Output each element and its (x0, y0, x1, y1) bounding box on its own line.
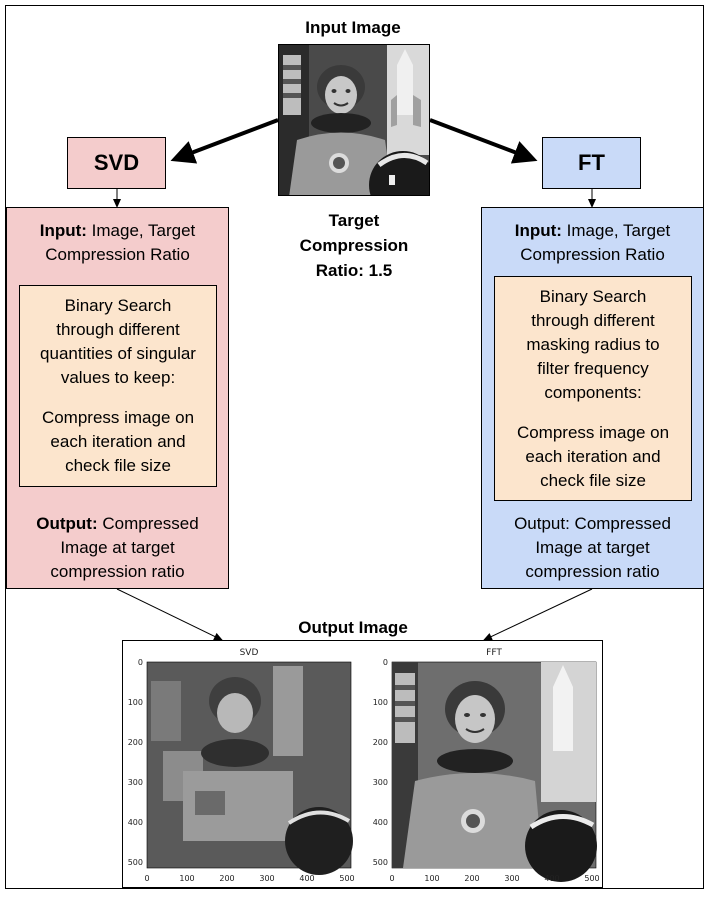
svd-subplot: SVD 0 100 200 300 400 500 0 100 (128, 648, 355, 883)
ft-search-line-4: filter frequency (537, 359, 649, 378)
fft-xtick-100: 100 (424, 874, 439, 883)
input-image-title: Input Image (305, 18, 401, 37)
ft-output-line2: Image at target (535, 538, 650, 557)
svd-yticks: 0 100 200 300 400 500 (128, 658, 143, 867)
svd-output-rest: Compressed (97, 514, 199, 533)
svd-ytick-300: 300 (128, 778, 143, 787)
svd-input-line2: Compression Ratio (45, 245, 190, 264)
svd-process-box: Binary Search through different quantiti… (19, 285, 217, 487)
svd-compress-line-2: each iteration and (50, 432, 186, 451)
ft-output-line3: compression ratio (525, 562, 660, 581)
fft-subplot-title: FFT (486, 648, 502, 658)
output-figure: SVD 0 100 200 300 400 500 0 100 (122, 640, 603, 888)
svd-search-line-1: Binary Search (64, 296, 172, 315)
svd-compress-line-3: check file size (65, 456, 171, 475)
svd-output-text: Output: Compressed Image at target compr… (7, 512, 228, 584)
svd-xtick-300: 300 (259, 874, 274, 883)
output-image-title: Output Image (298, 618, 408, 637)
svd-label-box: SVD (67, 137, 166, 189)
ft-compress-line-3: check file size (540, 471, 646, 490)
svd-panel: Input: Image, Target Compression Ratio B… (6, 207, 229, 589)
fft-xtick-500: 500 (584, 874, 599, 883)
fft-ytick-400: 400 (373, 818, 388, 827)
svd-ytick-400: 400 (128, 818, 143, 827)
svd-input-rest: Image, Target (86, 221, 196, 240)
ft-input-text: Input: Image, Target Compression Ratio (482, 219, 703, 267)
svd-subplot-title: SVD (240, 648, 259, 658)
ft-compress-line-1: Compress image on (516, 423, 670, 442)
input-photo (278, 44, 430, 196)
fft-yticks: 0 100 200 300 400 500 (373, 658, 388, 867)
arrow-svd-to-output (116, 588, 223, 641)
ft-search-line-1: Binary Search (539, 287, 647, 306)
arrow-to-ft (429, 118, 538, 164)
svd-input-bold: Input: (39, 221, 87, 240)
svd-compress-line-1: Compress image on (41, 408, 195, 427)
svd-xtick-400: 400 (299, 874, 314, 883)
fft-ytick-500: 500 (373, 858, 388, 867)
svd-search-line-2: through different (56, 320, 180, 339)
ft-input-rest: Image, Target (561, 221, 671, 240)
ft-compress-line-2: each iteration and (525, 447, 661, 466)
fft-ytick-100: 100 (373, 698, 388, 707)
target-compression-ratio: Target Compression Ratio: 1.5 (254, 208, 454, 283)
fft-ytick-200: 200 (373, 738, 388, 747)
ft-search-line-2: through different (531, 311, 655, 330)
ft-output-text: Output: Compressed Image at target compr… (482, 512, 703, 584)
svd-ytick-200: 200 (128, 738, 143, 747)
target-line-3: Ratio: 1.5 (315, 261, 393, 280)
astronaut-image (279, 45, 429, 195)
svd-ytick-100: 100 (128, 698, 143, 707)
ft-process-box: Binary Search through different masking … (494, 276, 692, 501)
arrow-ft-to-output (483, 588, 593, 641)
svd-output-bold: Output: (36, 514, 98, 533)
svd-xticks: 0 100 200 300 400 500 (144, 874, 354, 883)
ft-panel: Input: Image, Target Compression Ratio B… (481, 207, 704, 589)
fft-xtick-200: 200 (464, 874, 479, 883)
ft-input-bold: Input: (514, 221, 562, 240)
svd-input-text: Input: Image, Target Compression Ratio (7, 219, 228, 267)
ft-label: FT (578, 150, 605, 175)
output-plots: SVD 0 100 200 300 400 500 0 100 (128, 648, 600, 883)
svd-output-line3: compression ratio (50, 562, 185, 581)
svd-xtick-200: 200 (219, 874, 234, 883)
svd-xtick-100: 100 (179, 874, 194, 883)
ft-output-line1: Output: Compressed (514, 514, 671, 533)
ft-search-line-3: masking radius to (526, 335, 660, 354)
target-line-1: Target (328, 211, 380, 230)
svd-output-line2: Image at target (60, 538, 175, 557)
ft-input-line2: Compression Ratio (520, 245, 665, 264)
target-line-2: Compression (299, 236, 409, 255)
arrow-to-svd (170, 118, 279, 164)
fft-subplot: FFT 0 100 200 300 (373, 648, 600, 883)
fft-xtick-300: 300 (504, 874, 519, 883)
fft-xtick-0: 0 (389, 874, 394, 883)
svd-ytick-0: 0 (138, 658, 143, 667)
fft-ytick-0: 0 (383, 658, 388, 667)
fft-ytick-300: 300 (373, 778, 388, 787)
fft-xticks: 0 100 200 300 400 500 (389, 874, 599, 883)
svd-xtick-500: 500 (339, 874, 354, 883)
svd-label: SVD (93, 150, 140, 175)
svd-search-line-4: values to keep: (60, 368, 176, 387)
svd-xtick-0: 0 (144, 874, 149, 883)
ft-search-line-5: components: (544, 383, 642, 402)
fft-xtick-400: 400 (544, 874, 559, 883)
ft-label-box: FT (542, 137, 641, 189)
svd-ytick-500: 500 (128, 858, 143, 867)
svd-search-line-3: quantities of singular (40, 344, 196, 363)
